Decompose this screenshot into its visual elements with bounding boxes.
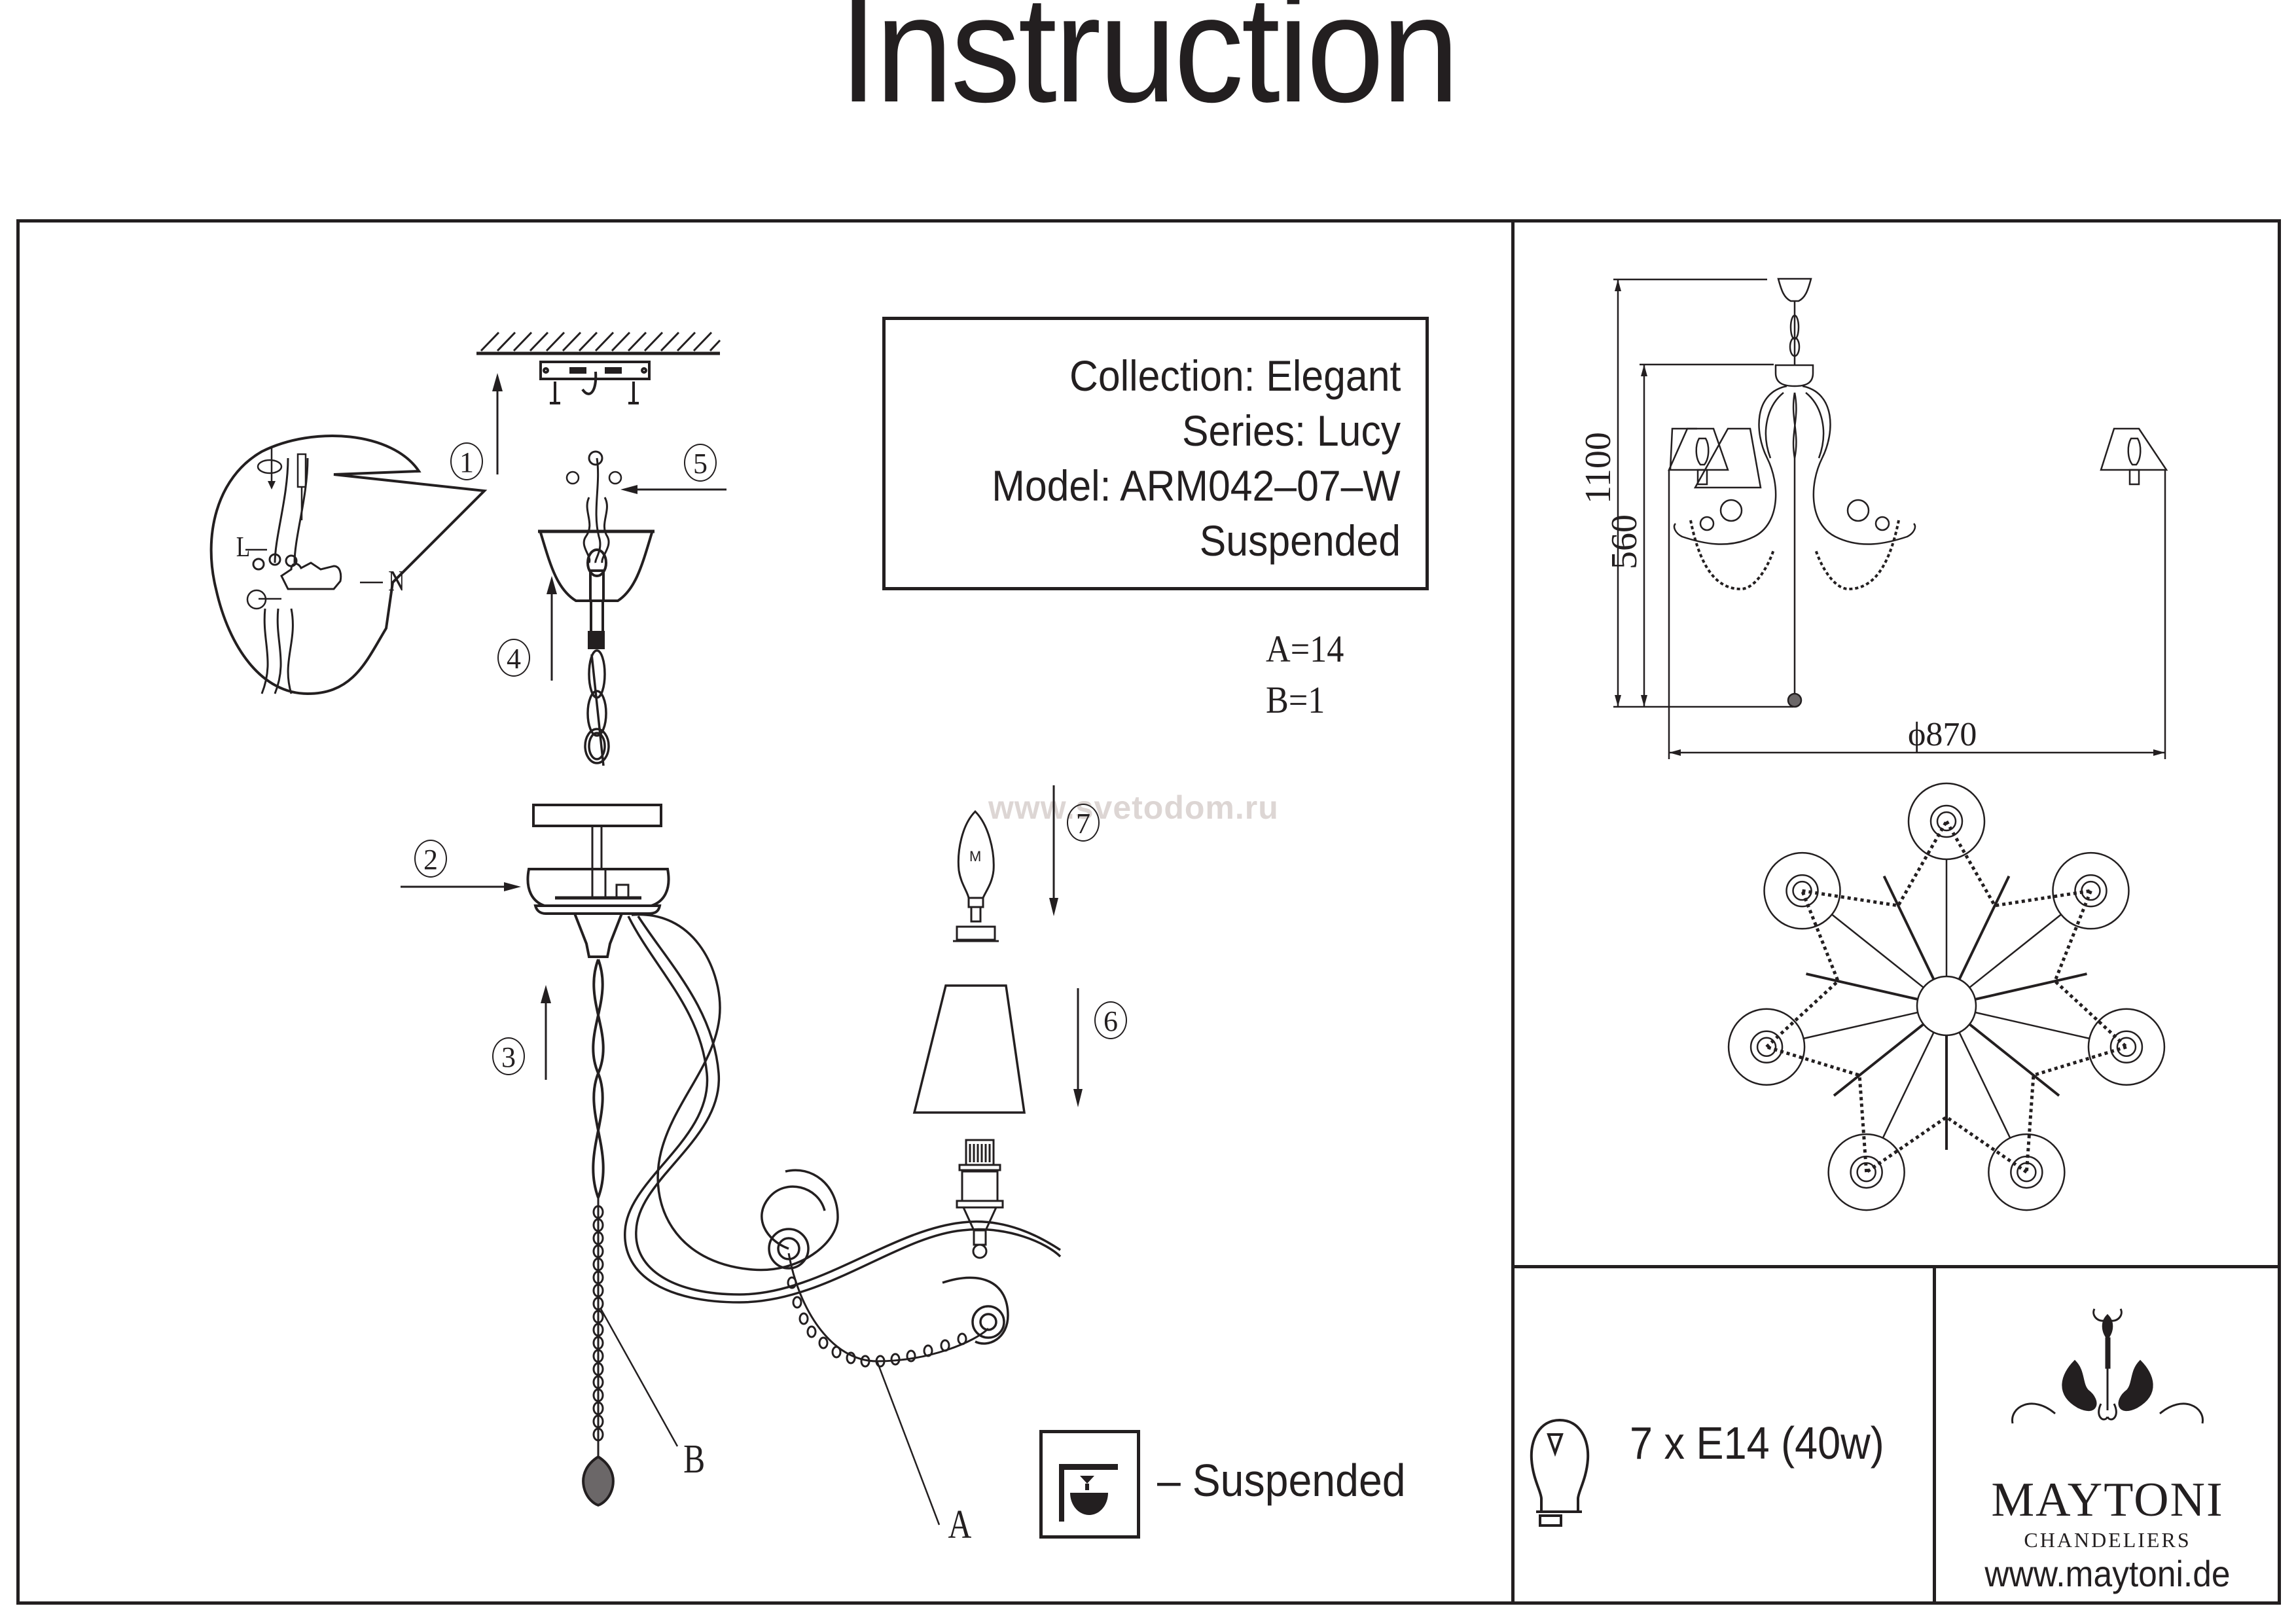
bulb-circle xyxy=(1756,1037,1777,1058)
chain-icon xyxy=(584,649,610,766)
holder-ring xyxy=(1749,1030,1784,1064)
spoke-line xyxy=(1958,875,2011,980)
earth-terminal-icon xyxy=(588,450,603,466)
neutral-wire-label: N xyxy=(388,565,405,597)
product-info-box: Collection: Elegant Series: Lucy Model: … xyxy=(882,317,1429,590)
bulb-circle xyxy=(2116,1037,2137,1058)
brand-url[interactable]: www.maytoni.de xyxy=(1984,1553,2231,1594)
arm-line xyxy=(1975,1011,2090,1040)
earth-ground-icon xyxy=(246,589,267,610)
part-count-b: B=1 xyxy=(1266,679,1325,721)
crystal-pendant-icon xyxy=(582,1455,615,1507)
brand-name: MAYTONI xyxy=(1991,1473,2224,1527)
step-2-badge: 2 xyxy=(414,840,447,878)
live-terminal-icon xyxy=(565,471,580,485)
mount-type-label: Suspended xyxy=(1199,516,1401,565)
candle-bulb-icon: M xyxy=(953,810,999,942)
vertical-divider xyxy=(1511,219,1515,1605)
shade-circle xyxy=(1907,782,1986,861)
shade-circle xyxy=(1727,1008,1806,1086)
series-label: Series: Lucy xyxy=(1181,406,1401,455)
neutral-terminal-icon xyxy=(608,471,622,485)
leader-line-b xyxy=(600,1308,679,1447)
spoke-line xyxy=(1975,972,2087,1001)
leader-line-a xyxy=(876,1361,941,1525)
light-bulb-icon xyxy=(1530,1419,1590,1527)
arm-line xyxy=(1969,914,2062,988)
spoke-line xyxy=(1806,972,1918,1001)
page-title: Instruction xyxy=(838,0,1460,134)
collection-label: Collection: Elegant xyxy=(1069,351,1401,400)
step-7-badge: 7 xyxy=(1067,804,1100,842)
spoke-line xyxy=(1833,1023,1925,1097)
arm-line xyxy=(1958,1032,2011,1139)
holder-ring xyxy=(1785,874,1819,908)
suspended-legend-label: – Suspended xyxy=(1157,1455,1406,1506)
shade-circle xyxy=(1763,851,1841,930)
lampshade-icon xyxy=(912,984,1026,1114)
bead-chain-b xyxy=(592,1198,604,1459)
center-bowl-icon xyxy=(526,868,670,915)
terminal-block-icon xyxy=(252,457,342,694)
shade-circle xyxy=(2052,851,2130,930)
part-label-b: B xyxy=(683,1437,706,1482)
spoke-line xyxy=(1968,1023,2060,1097)
ceiling-icon xyxy=(476,331,721,355)
holder-ring xyxy=(2074,874,2108,908)
shade-circle xyxy=(1988,1133,2066,1211)
step-6-badge: 6 xyxy=(1094,1001,1127,1039)
rotate-arrow-icon xyxy=(257,447,283,490)
spoke-line xyxy=(1882,875,1935,980)
shade-circle xyxy=(2087,1008,2166,1086)
watermark: www.svetodom.ru xyxy=(988,789,1279,826)
horizontal-divider xyxy=(1511,1265,2281,1268)
arm-line xyxy=(1882,1032,1935,1139)
arm-line xyxy=(1831,914,1924,988)
mounting-bracket-icon xyxy=(539,361,651,404)
lamp-spec-label: 7 x E14 (40w) xyxy=(1630,1418,1884,1469)
canopy-icon xyxy=(538,529,655,649)
suspended-mount-icon xyxy=(1039,1430,1140,1539)
model-label: Model: ARM042–07–W xyxy=(992,461,1401,510)
step-4-badge: 4 xyxy=(497,639,530,677)
canopy-front xyxy=(1777,277,1812,302)
svg-text:M: M xyxy=(969,848,981,865)
step-1-badge: 1 xyxy=(450,442,483,480)
center-hub xyxy=(1916,975,1977,1037)
part-label-a: A xyxy=(948,1503,972,1547)
arm-line xyxy=(1803,1011,1918,1040)
screwdriver-icon xyxy=(296,453,307,520)
step-3-badge: 3 xyxy=(492,1037,525,1075)
chandelier-arm-icon xyxy=(624,913,1062,1345)
bulb-circle xyxy=(1936,811,1957,832)
vertical-divider-brand xyxy=(1933,1265,1936,1605)
part-count-a: A=14 xyxy=(1266,628,1344,670)
bottom-finial-icon xyxy=(573,912,624,1198)
step-5-badge: 5 xyxy=(684,444,717,482)
document-frame xyxy=(16,219,2281,1605)
holder-ring xyxy=(1929,804,1964,838)
wiring-detail-callout xyxy=(209,435,488,696)
candle-holder-icon xyxy=(956,1139,1004,1259)
shade-circle xyxy=(1827,1133,1905,1211)
holder-ring xyxy=(2109,1030,2144,1064)
brand-subtitle: CHANDELIERS xyxy=(2024,1528,2191,1552)
diameter-dimension: ϕ870 xyxy=(1908,716,1977,753)
bead-chain-a xyxy=(787,1253,990,1368)
live-wire-label: L xyxy=(236,531,251,563)
